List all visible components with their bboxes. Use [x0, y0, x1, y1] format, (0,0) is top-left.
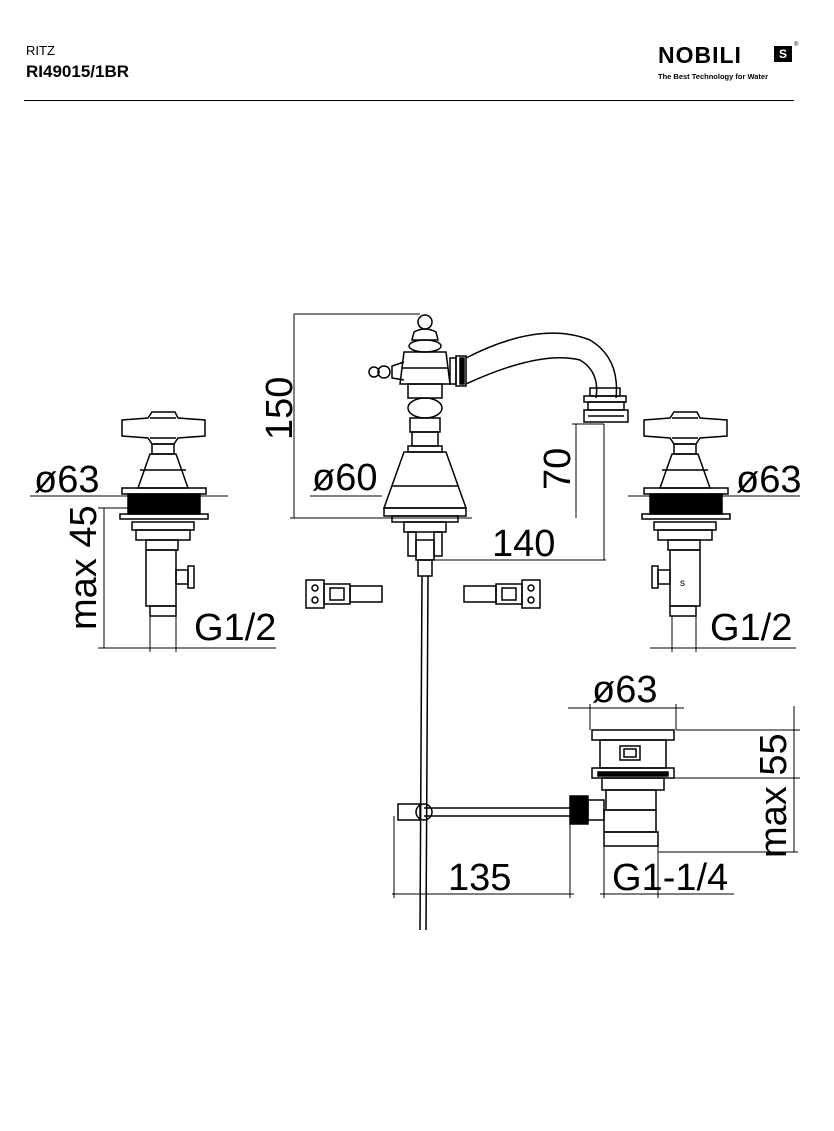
pop-up-waste — [397, 729, 675, 847]
spout-dimension-lines — [290, 313, 606, 561]
left-flex-connector — [305, 579, 383, 609]
left-thread-label: G1/2 — [194, 607, 276, 649]
series-name: RITZ — [26, 43, 55, 58]
left-valve — [119, 411, 209, 617]
left-height-label: max 45 — [63, 505, 105, 630]
waste-height-label: max 55 — [753, 733, 795, 858]
left-diameter-label: ø63 — [34, 459, 99, 501]
right-diameter-label: ø63 — [736, 459, 801, 501]
left-dimension-lines — [30, 495, 276, 652]
spout-reach-label: 140 — [492, 523, 555, 565]
waste-diameter-label: ø63 — [592, 669, 657, 711]
brand-logo: NOBILI S ® The Best Technology for Water — [650, 40, 810, 90]
spout-outlet-height-label: 70 — [537, 448, 579, 490]
logo-tagline: The Best Technology for Water — [658, 72, 769, 81]
registered-icon: ® — [794, 42, 799, 48]
right-dimension-lines — [628, 495, 800, 652]
spout-assembly — [368, 314, 629, 931]
waste-rod-length-label: 135 — [448, 857, 511, 899]
logo-s-mark-icon: S — [774, 46, 792, 62]
logo-wordmark: NOBILI — [658, 42, 742, 68]
product-code: RI49015/1BR — [26, 62, 130, 81]
right-thread-label: G1/2 — [710, 607, 792, 649]
waste-thread-label: G1-1/4 — [612, 857, 728, 899]
header-divider — [24, 100, 794, 101]
spout-base-diameter-label: ø60 — [312, 457, 377, 499]
spout-height-label: 150 — [259, 377, 301, 440]
svg-text:s: s — [680, 578, 685, 589]
waste-dimension-lines — [392, 704, 800, 898]
right-flex-connector — [463, 579, 541, 609]
right-valve: s — [641, 411, 731, 617]
